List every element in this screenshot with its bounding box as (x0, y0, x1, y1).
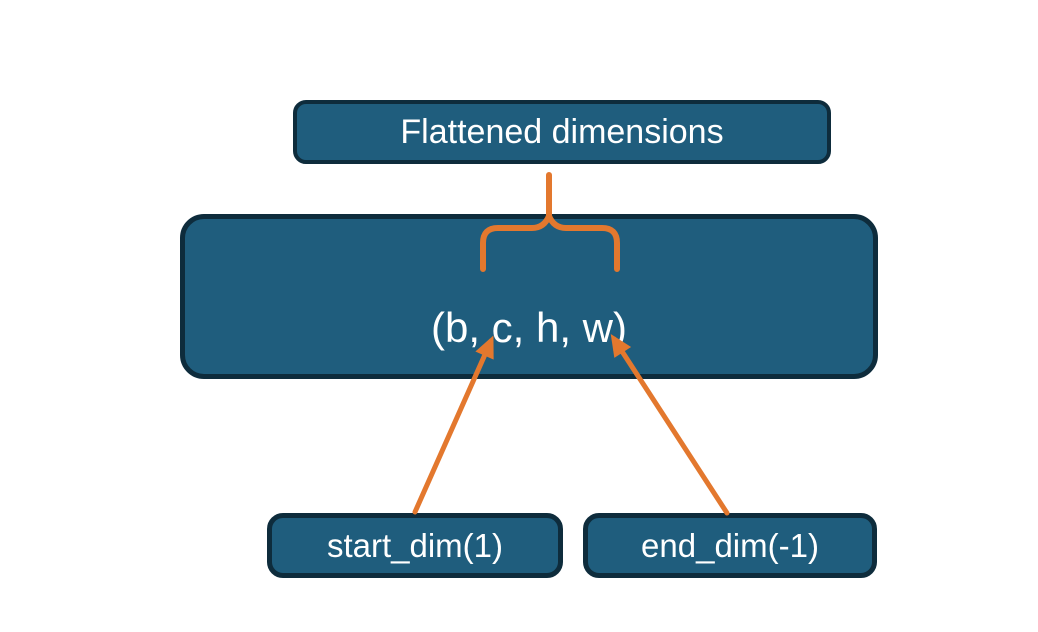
node-end-dim: end_dim(-1) (583, 513, 877, 578)
node-start-dim: start_dim(1) (267, 513, 563, 578)
flattened-dimensions-label: Flattened dimensions (400, 112, 724, 151)
start-dim-label: start_dim(1) (326, 526, 504, 564)
node-tensor-shape: (b, c, h, w) (180, 214, 878, 379)
node-flattened-dimensions: Flattened dimensions (293, 100, 831, 164)
end-dim-label: end_dim(-1) (641, 526, 819, 564)
tensor-shape-label: (b, c, h, w) (430, 303, 628, 351)
